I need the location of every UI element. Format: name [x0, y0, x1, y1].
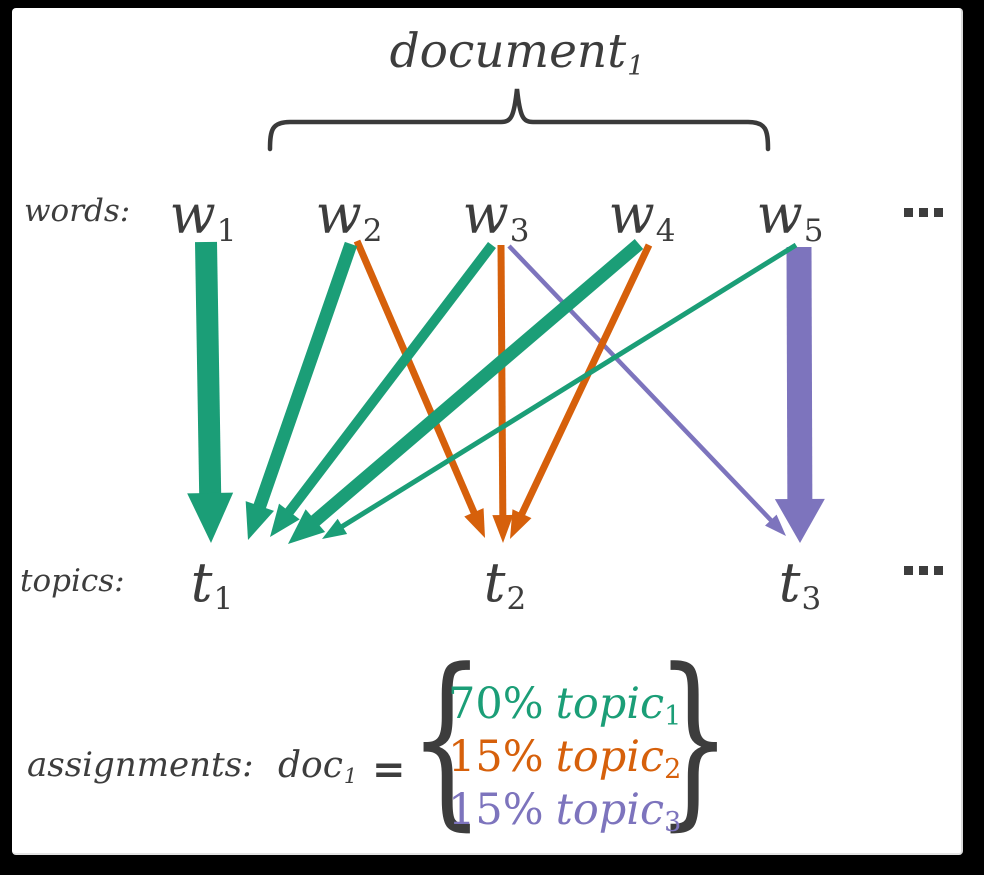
close-brace: } [655, 630, 732, 848]
assignment-entry-2: 15%topic2 [448, 732, 682, 786]
open-brace: { [408, 630, 485, 848]
doc1-subscript: 1 [343, 763, 358, 788]
arrow-w4-to-t2 [510, 243, 653, 539]
document-title-subscript: 1 [627, 50, 645, 82]
words-row-label: words: [24, 193, 131, 229]
arrow-w2-to-t2 [353, 239, 485, 538]
ellipsis-icon [904, 208, 943, 217]
topics-row-label: topics: [20, 563, 125, 599]
doc1-term: doc1 [278, 748, 357, 787]
arrow-w3-to-t2 [492, 244, 514, 543]
document-title: document1 [390, 28, 645, 80]
assignment-entry-1: 70%topic1 [448, 679, 682, 733]
arrow-w3-to-t1 [270, 241, 496, 537]
word-label-3: w3 [462, 183, 530, 250]
topic-label-2: t2 [483, 551, 527, 618]
arrow-w4-to-t1 [288, 239, 644, 544]
document-title-base: document [389, 24, 627, 79]
word-label-1: w1 [169, 183, 237, 250]
arrow-w5-to-t3 [774, 246, 825, 543]
word-label-5: w5 [756, 183, 824, 250]
assignment-entry-3: 15%topic3 [448, 785, 682, 839]
document-brace [267, 88, 771, 152]
equals-sign: = [372, 746, 406, 793]
word-label-4: w4 [608, 183, 676, 250]
arrow-w1-to-t1 [187, 241, 234, 543]
topic-label-3: t3 [778, 551, 822, 618]
ellipsis-icon [904, 566, 943, 575]
arrow-w5-to-t1 [322, 242, 798, 539]
doc1-base: doc [278, 745, 343, 786]
arrow-w2-to-t1 [245, 241, 358, 540]
arrow-w3-to-t3 [507, 244, 786, 536]
topic-label-1: t1 [190, 551, 234, 618]
assignments-label: assignments: [27, 745, 254, 785]
word-label-2: w2 [315, 183, 383, 250]
